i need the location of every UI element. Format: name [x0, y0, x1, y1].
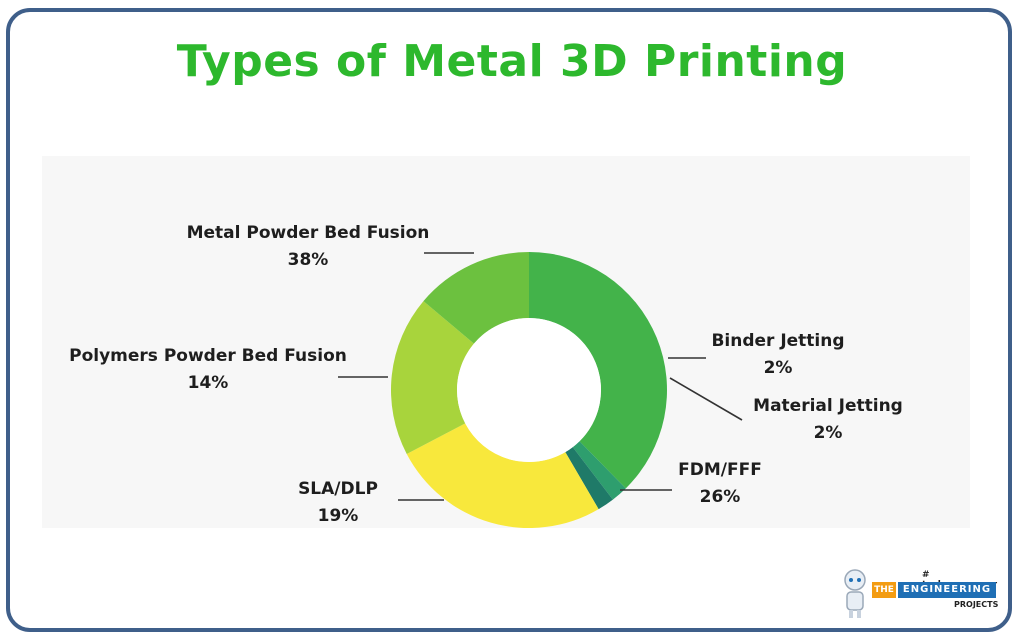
- category-label: SLA/DLP: [298, 479, 378, 499]
- leader-lines-group: [338, 252, 743, 501]
- category-label: Material Jetting: [753, 396, 903, 416]
- category-label: Binder Jetting: [711, 331, 844, 351]
- value-label: 19%: [318, 506, 359, 526]
- value-label: 26%: [700, 487, 741, 507]
- value-label: 38%: [288, 250, 329, 270]
- labels-group: Metal Powder Bed Fusion 38% Binder Jetting…: [69, 223, 903, 526]
- leader-line: [669, 377, 743, 421]
- engineering-projects-logo: # technopreneur THE ENGINEERING PROJECTS: [836, 568, 1006, 622]
- slice-binder-jetting: [572, 441, 626, 500]
- slices-group: [390, 252, 668, 528]
- value-label: 2%: [764, 358, 793, 378]
- value-label: 2%: [814, 423, 843, 443]
- category-label: FDM/FFF: [678, 460, 762, 480]
- donut-hole: [457, 318, 601, 462]
- logo-engineering: ENGINEERING: [898, 582, 996, 598]
- logo-the: THE: [872, 582, 896, 598]
- robot-mascot-icon: [844, 569, 866, 618]
- category-label: Polymers Powder Bed Fusion: [69, 346, 347, 366]
- category-label: Metal Powder Bed Fusion: [187, 223, 430, 243]
- value-label: 14%: [188, 373, 229, 393]
- slice-polymers-powder-bed-fusion: [423, 252, 529, 344]
- logo-projects: PROJECTS: [954, 600, 999, 609]
- slice-metal-powder-bed-fusion: [529, 252, 668, 489]
- slice-sla-dlp: [390, 301, 474, 454]
- slice-material-jetting: [565, 447, 613, 510]
- slice-fdm-fff: [406, 423, 599, 528]
- chart-title: Types of Metal 3D Printing: [176, 36, 848, 87]
